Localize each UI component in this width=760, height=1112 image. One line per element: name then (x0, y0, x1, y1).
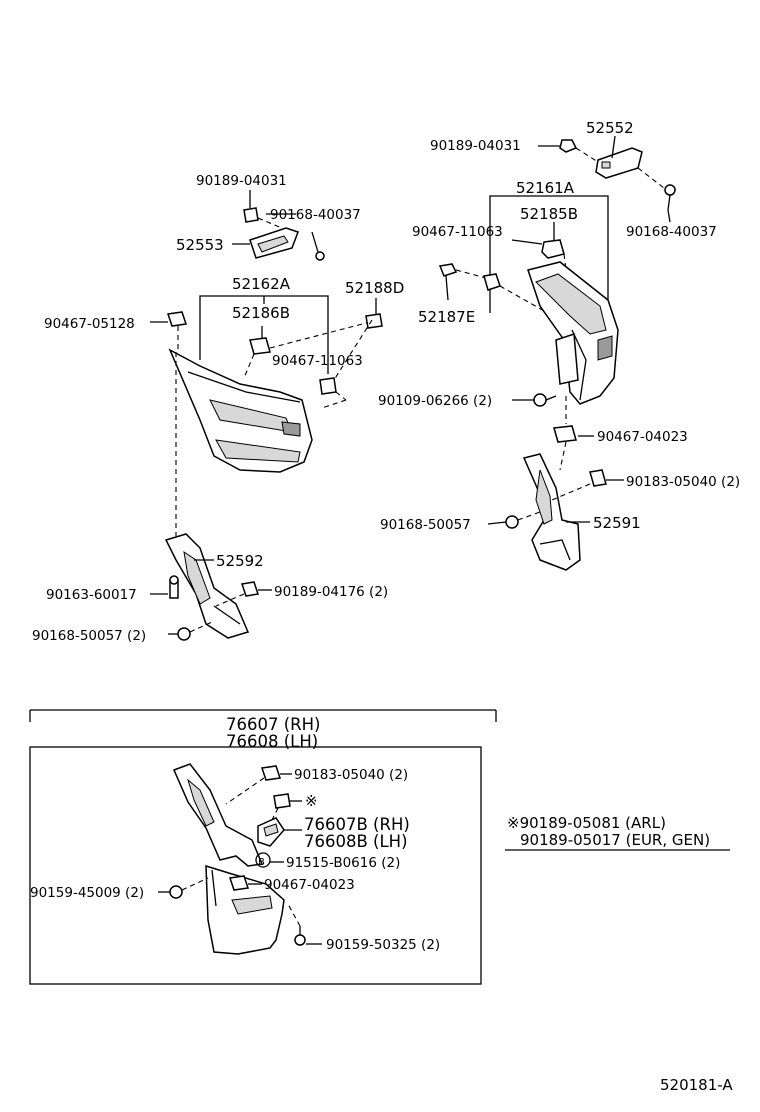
mudflap-76607-drawing (172, 763, 285, 955)
bracket-52553-drawing (249, 227, 299, 259)
label-b-mark: B (258, 857, 265, 868)
leader-52552 (611, 135, 616, 159)
nut-90467-04023-right-drawing (553, 425, 577, 443)
nut-90467-04023-bottom-drawing (229, 875, 249, 891)
label-90189-04031-right: 90189-04031 (430, 138, 521, 154)
clip-52185B-drawing (541, 239, 565, 259)
label-52552: 52552 (586, 119, 634, 137)
figure-code: 520181-A (660, 1076, 733, 1094)
label-52186B: 52186B (232, 304, 290, 322)
clip-90189-04176-drawing (241, 581, 259, 597)
label-52553: 52553 (176, 236, 224, 254)
label-90467-04023-bottom: 90467-04023 (264, 877, 355, 893)
label-52188D: 52188D (345, 279, 404, 297)
screw-90159-45009-drawing (169, 885, 183, 899)
leader-90168-50057-right (487, 521, 507, 525)
clip-star-drawing (273, 793, 291, 809)
note-line-1: ※90189-05081 (ARL) (507, 814, 666, 832)
screw-90168-50057-right-drawing (505, 515, 519, 529)
leader-52161A (489, 195, 609, 313)
label-90189-04176: 90189-04176 (2) (274, 584, 388, 600)
clip-90467-11063-left-drawing (319, 377, 337, 395)
label-90467-11063-right: 90467-11063 (412, 224, 503, 240)
label-76608: 76608 (LH) (226, 732, 318, 751)
label-90189-04031-left: 90189-04031 (196, 173, 287, 189)
screw-90168-50057-left-drawing (177, 627, 191, 641)
label-90183-05040-right: 90183-05040 (2) (626, 474, 740, 490)
label-90467-04023-right: 90467-04023 (597, 429, 688, 445)
screw-90168-40037-right-drawing (664, 184, 676, 211)
clip-90467-05128-drawing (167, 311, 187, 327)
label-76608B: 76608B (LH) (304, 832, 408, 851)
label-52162A: 52162A (232, 275, 291, 293)
mudguard-52592-drawing (164, 533, 250, 639)
bracket-52552-drawing (595, 147, 643, 179)
label-76607: 76607 (RH) (226, 715, 320, 734)
label-52591: 52591 (593, 514, 641, 532)
note-line-2: 90189-05017 (EUR, GEN) (520, 831, 710, 849)
screw-90159-50325-drawing (294, 926, 306, 946)
label-90467-11063-left: 90467-11063 (272, 353, 363, 369)
clip-90189-04031-right-drawing (559, 139, 578, 153)
screw-90168-40037-left-drawing (311, 231, 325, 261)
label-52592: 52592 (216, 552, 264, 570)
leader-52187E (445, 275, 449, 301)
screw-90109-06266-drawing (533, 393, 557, 407)
extension-52162A-drawing (168, 348, 313, 473)
label-90163-60017: 90163-60017 (46, 587, 137, 603)
clip-90183-05040-right-drawing (589, 469, 607, 487)
label-90159-45009: 90159-45009 (2) (30, 885, 144, 901)
b-circle-mark (255, 852, 271, 868)
assembly-frame (29, 746, 482, 985)
label-76607B: 76607B (RH) (304, 815, 410, 834)
clip-90189-04031-left-drawing (243, 207, 259, 223)
bracket-76607B-drawing (257, 817, 285, 847)
label-52161A: 52161A (516, 179, 575, 197)
label-90159-50325: 90159-50325 (2) (326, 937, 440, 953)
mudguard-52591-drawing (522, 453, 581, 571)
label-90168-50057-left: 90168-50057 (2) (32, 628, 146, 644)
label-52187E: 52187E (418, 308, 475, 326)
extension-52161A-drawing (527, 261, 619, 405)
stud-52187E-drawing (438, 263, 458, 277)
label-90168-40037-left: 90168-40037 (270, 207, 361, 223)
label-90467-05128: 90467-05128 (44, 316, 135, 332)
clip-90183-05040-bottom-drawing (261, 765, 281, 781)
label-star-mark: ※ (305, 792, 318, 810)
label-90109-06266: 90109-06266 (2) (378, 393, 492, 409)
label-52185B: 52185B (520, 205, 578, 223)
clip-52186B-drawing (249, 337, 271, 355)
label-91515-B0616: 91515-B0616 (2) (286, 855, 400, 871)
screw-90163-60017-drawing (169, 575, 179, 599)
label-90168-40037-right: 90168-40037 (626, 224, 717, 240)
label-90183-05040-bottom: 90183-05040 (2) (294, 767, 408, 783)
stud-52188D-drawing (365, 313, 383, 329)
label-90168-50057-right: 90168-50057 (380, 517, 471, 533)
